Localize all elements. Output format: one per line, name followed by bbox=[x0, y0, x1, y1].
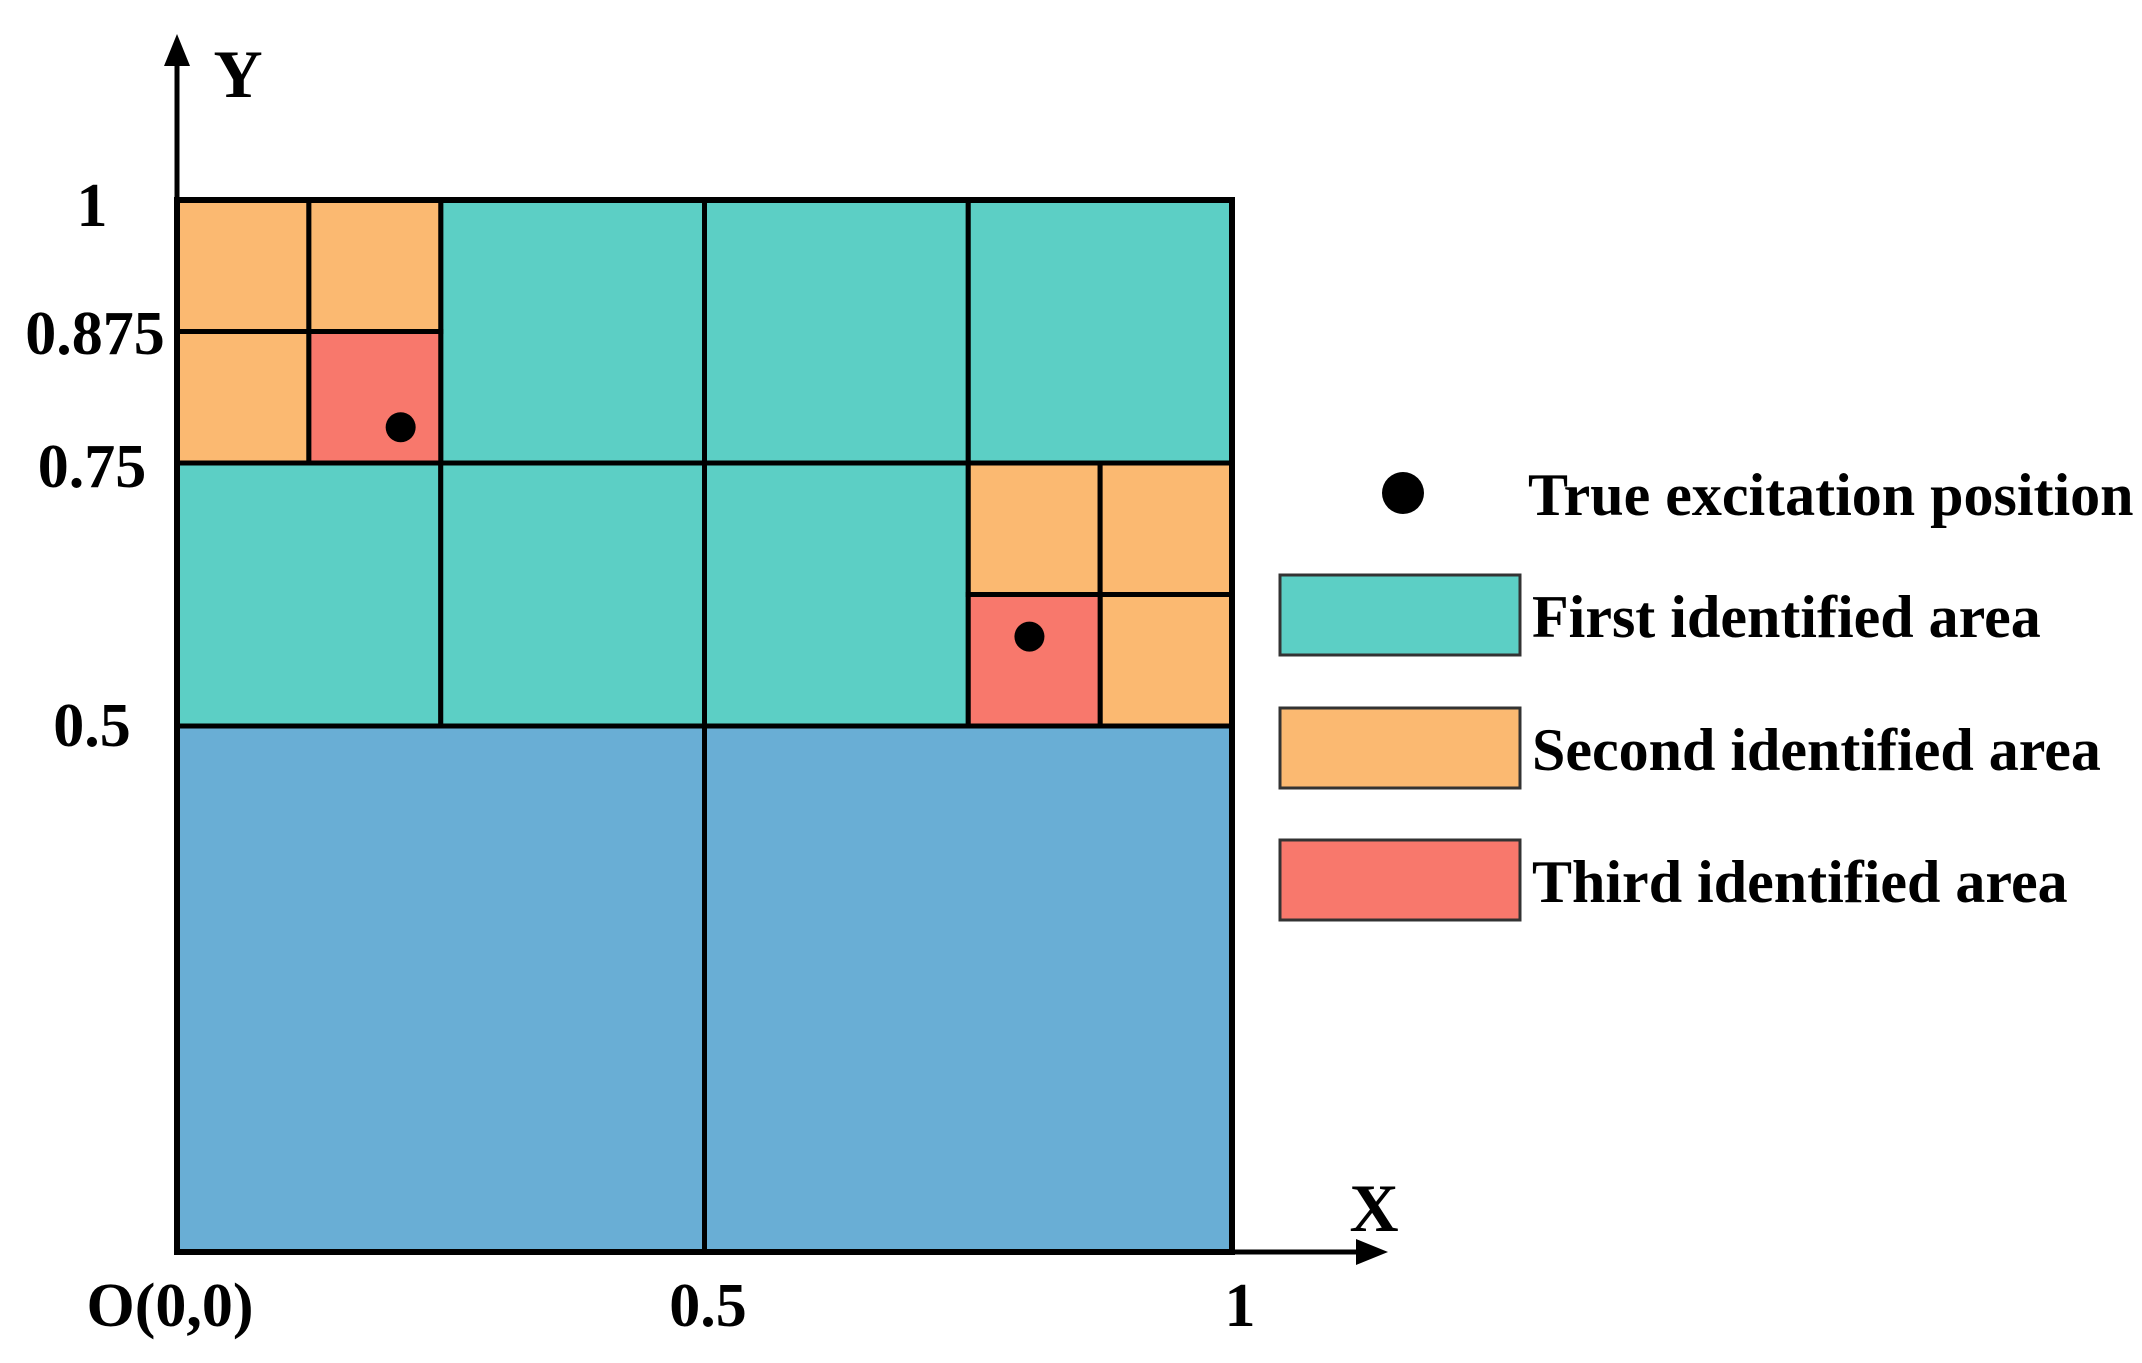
cell-third-area bbox=[306, 329, 444, 466]
legend: True excitation position First identifie… bbox=[1278, 462, 2134, 922]
y-axis-label: Y bbox=[213, 36, 262, 112]
cell-third-area bbox=[965, 592, 1103, 729]
cell-second-area bbox=[174, 329, 312, 466]
legend-true-position-marker bbox=[1382, 472, 1424, 514]
cell-first-area bbox=[438, 460, 707, 729]
cell-second-area bbox=[306, 197, 444, 334]
legend-label-first-area: First identified area bbox=[1532, 584, 2041, 650]
cell-second-area bbox=[965, 460, 1103, 597]
excitation-points bbox=[385, 412, 1045, 652]
cell-base-area bbox=[174, 723, 707, 1255]
cell-first-area bbox=[438, 197, 707, 466]
origin-label: O(0,0) bbox=[86, 1272, 253, 1340]
y-axis-arrowhead bbox=[164, 34, 190, 66]
legend-true-position-label: True excitation position bbox=[1528, 462, 2134, 528]
legend-label-second-area: Second identified area bbox=[1532, 717, 2101, 783]
y-tick-label: 0.875 bbox=[25, 300, 165, 368]
y-tick-label: 1 bbox=[77, 172, 108, 240]
cell-second-area bbox=[1097, 460, 1235, 597]
y-tick-label: 0.5 bbox=[53, 692, 131, 760]
true-excitation-point bbox=[385, 412, 416, 443]
x-tick-label: 1 bbox=[1225, 1272, 1256, 1340]
x-axis-label: X bbox=[1349, 1170, 1398, 1246]
cell-second-area bbox=[1097, 592, 1235, 729]
legend-swatch-first-area bbox=[1278, 573, 1522, 657]
y-tick-label: 0.75 bbox=[38, 433, 147, 501]
legend-swatch-third-area bbox=[1278, 838, 1522, 922]
legend-swatch-second-area bbox=[1278, 706, 1522, 790]
cell-first-area bbox=[965, 197, 1235, 466]
cell-first-area bbox=[702, 460, 971, 729]
quadtree-cells bbox=[174, 197, 1235, 1255]
legend-label-third-area: Third identified area bbox=[1532, 849, 2068, 915]
cell-first-area bbox=[702, 197, 971, 466]
x-axis-arrowhead bbox=[1356, 1239, 1388, 1265]
true-excitation-point bbox=[1014, 621, 1045, 652]
x-tick-label: 0.5 bbox=[669, 1272, 747, 1340]
cell-second-area bbox=[174, 197, 312, 334]
cell-first-area bbox=[174, 460, 444, 729]
cell-base-area bbox=[702, 723, 1235, 1255]
